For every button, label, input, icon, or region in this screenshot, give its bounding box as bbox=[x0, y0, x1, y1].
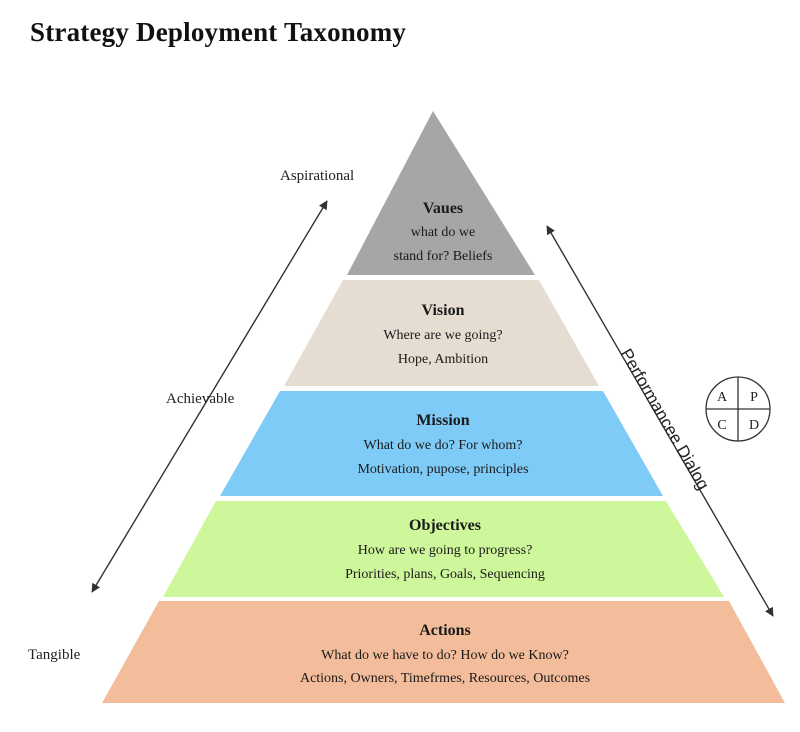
tier-actions-text: Actions What do we have to do? How do we… bbox=[300, 622, 590, 686]
tangible-label: Tangible bbox=[28, 647, 81, 663]
tier-objectives-text: Objectives How are we going to progress?… bbox=[345, 517, 545, 582]
pdca-d: D bbox=[749, 418, 759, 433]
left-double-arrow bbox=[91, 200, 328, 593]
right-double-arrow bbox=[546, 225, 774, 617]
pdca-circle: A P C D bbox=[705, 376, 771, 442]
page-title: Strategy Deployment Taxonomy bbox=[30, 17, 407, 47]
tier-vision-text: Vision Where are we going? Hope, Ambitio… bbox=[383, 302, 502, 367]
tier-line: What do we do? For whom? bbox=[363, 438, 522, 453]
tier-title: Vision bbox=[422, 302, 465, 319]
tier-title: Mission bbox=[416, 412, 469, 429]
tier-mission-text: Mission What do we do? For whom? Motivat… bbox=[357, 412, 528, 477]
tier-line: what do we bbox=[411, 225, 476, 240]
achievable-label: Achievable bbox=[166, 391, 235, 407]
tier-vision bbox=[284, 280, 599, 386]
tier-line: stand for? Beliefs bbox=[394, 249, 493, 264]
pdca-a: A bbox=[717, 390, 728, 405]
tier-values-text: Vaues what do we stand for? Beliefs bbox=[394, 200, 493, 264]
tier-line: What do we have to do? How do we Know? bbox=[321, 648, 569, 663]
aspirational-label: Aspirational bbox=[280, 168, 354, 184]
tier-values bbox=[347, 111, 535, 275]
tier-title: Objectives bbox=[409, 517, 481, 534]
tier-actions bbox=[102, 601, 785, 703]
tier-line: Actions, Owners, Timefrmes, Resources, O… bbox=[300, 671, 590, 686]
pdca-p: P bbox=[750, 390, 758, 405]
tier-line: Priorities, plans, Goals, Sequencing bbox=[345, 567, 545, 582]
tier-line: Where are we going? bbox=[383, 328, 502, 343]
tier-line: Motivation, pupose, principles bbox=[357, 462, 528, 477]
tier-line: How are we going to progress? bbox=[358, 543, 533, 558]
tier-title: Vaues bbox=[423, 200, 463, 217]
pdca-c: C bbox=[717, 418, 726, 433]
tier-line: Hope, Ambition bbox=[398, 352, 488, 367]
tier-title: Actions bbox=[419, 622, 471, 639]
